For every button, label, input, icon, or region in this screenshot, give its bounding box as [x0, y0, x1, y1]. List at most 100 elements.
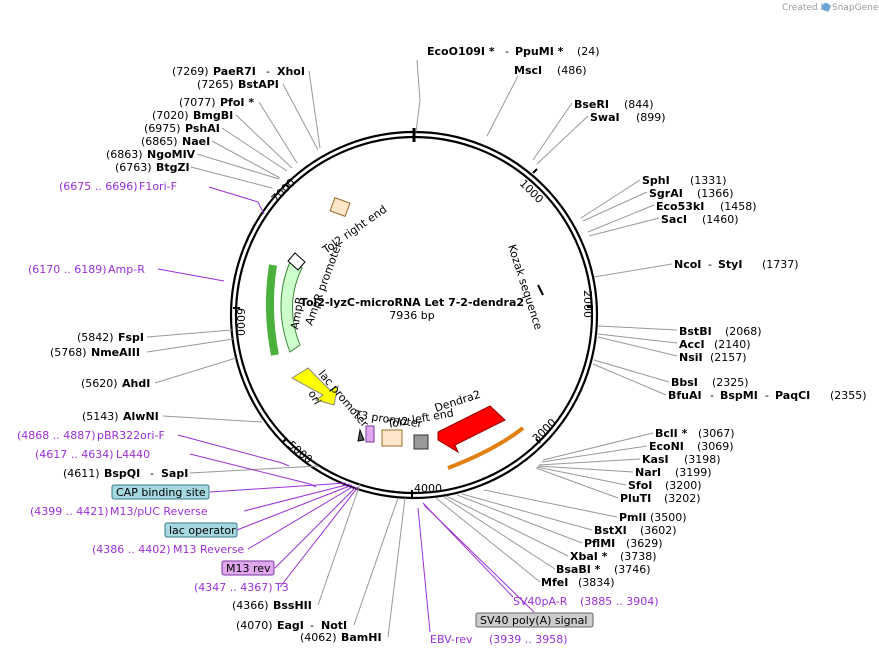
m13-rev-label: M13 rev: [226, 562, 271, 575]
site-xhoi: XhoI: [277, 65, 305, 78]
tol2-left-end-feature: [381, 429, 403, 447]
tick-label-1000: 1000: [517, 177, 546, 206]
label-ampr: AmpR: [288, 296, 307, 331]
feature-sv40pa-range: (3885 .. 3904): [580, 595, 659, 608]
site-mfei: MfeI: [541, 576, 568, 589]
tick-3000: [535, 438, 541, 444]
site-bstapi: BstAPI: [238, 78, 279, 91]
leader-bcli: [542, 432, 654, 461]
leader-nmeaiii: [146, 338, 234, 353]
leader-pmli: [483, 489, 618, 518]
site-sphi-pos: (1331): [690, 174, 727, 187]
site-paer7i-pos: (7269): [172, 65, 209, 78]
site-bspmi: BspMI: [720, 389, 758, 402]
tick-label-7000: 7000: [269, 176, 298, 205]
leader-mfei: [435, 497, 541, 583]
site-noti: NotI: [321, 619, 347, 632]
m13-rev-box: [221, 560, 275, 576]
tick-label-5000: 5000: [285, 438, 315, 466]
site-naei: NaeI: [182, 135, 210, 148]
site-bamhi-pos: (4062): [300, 631, 337, 644]
site-bsshii: BssHII: [273, 599, 312, 612]
sv40-feature-box: [413, 434, 429, 450]
tick-label-6000: 6000: [234, 308, 247, 336]
dendra2-feature: [437, 405, 506, 454]
leader-m13rev: [247, 485, 355, 550]
site-acci-pos: (2140): [714, 338, 751, 351]
credit-prefix: Created by: [782, 3, 832, 13]
credit-brand: SnapGene: [832, 3, 879, 13]
leader-ncoi: [593, 263, 673, 278]
site-naei-pos: (6865): [141, 135, 178, 148]
site-fspi-pos: (5842): [77, 331, 114, 344]
site-sep-bspqi: -: [150, 467, 154, 480]
site-ahdi: AhdI: [122, 377, 150, 390]
site-alwni: AlwNI: [123, 410, 159, 423]
leader-xbai: [445, 495, 569, 557]
site-msci: MscI: [514, 64, 542, 77]
kozak-feature-mark: [537, 284, 544, 296]
site-eco-pos: (24): [577, 45, 600, 58]
leader-alwni: [162, 415, 263, 423]
site-fspi: FspI: [118, 331, 144, 344]
site-ppumi: PpuMI *: [515, 45, 564, 58]
site-nsii-pos: (2157): [710, 351, 747, 364]
leader-pshai: [221, 127, 288, 172]
site-sep-bfuai: -: [710, 389, 714, 402]
ampr-feature: [280, 261, 303, 353]
leader-pluti: [535, 467, 619, 499]
site-eco109i: EcoO109I *: [427, 45, 495, 58]
site-pfoi-pos: (7077): [179, 96, 216, 109]
feature-sv40pa-name: SV40pA-R: [513, 595, 568, 608]
site-saci-pos: (1460): [702, 213, 739, 226]
leader-sgrai: [582, 191, 648, 222]
site-eco53ki-pos: (1458): [720, 200, 757, 213]
site-bstbi-pos: (2068): [725, 325, 762, 338]
site-bcli: BclI *: [655, 427, 688, 440]
leader-m13revbox: [274, 486, 357, 569]
leader-fspi: [146, 329, 233, 338]
feature-l4440-range: (4617 .. 4634): [35, 448, 114, 461]
site-eco53ki: Eco53kI: [656, 200, 704, 213]
feature-ampr-name: Amp-R: [108, 263, 145, 276]
site-bmgbi-pos: (7020): [152, 109, 189, 122]
leader-l4440: [189, 453, 317, 488]
tol2-right-end-feature: [329, 197, 351, 217]
leader-sv40poly: [423, 504, 535, 613]
feature-pbr322-name: pBR322ori-F: [97, 429, 165, 442]
leader-f1ori: [208, 186, 265, 215]
site-bfuai-pos: (2355): [830, 389, 867, 402]
label-ori: ori: [305, 388, 323, 407]
site-sep-bspmi: -: [765, 389, 769, 402]
leader-nari: [537, 465, 634, 473]
site-sep-paer7i: -: [266, 65, 270, 78]
feature-ebv-range: (3939 .. 3958): [489, 633, 568, 646]
site-eagi: EagI: [277, 619, 304, 632]
leader-bseri: [532, 102, 573, 161]
plasmid-name: Tol2-lyzC-microRNA Let 7-2-dendra2: [300, 296, 524, 309]
site-nari: NarI: [635, 466, 661, 479]
leader-bstxi: [461, 493, 593, 531]
site-nmeaiii-pos: (5768): [50, 346, 87, 359]
feature-ampr-range: (6170 .. 6189): [28, 263, 107, 276]
site-xbai-pos: (3738): [620, 550, 657, 563]
site-pluti: PluTI: [620, 492, 651, 505]
label-dendra2: Dendra2: [433, 388, 482, 415]
site-bbsi: BbsI: [671, 376, 698, 389]
site-bspqi-pos: (4611): [63, 467, 100, 480]
tick-label-2000: 2000: [581, 290, 594, 318]
tick-7000: [284, 183, 291, 189]
site-alwni-pos: (5143): [82, 410, 119, 423]
leader-eco53ki: [587, 204, 655, 233]
site-pfoi: PfoI *: [220, 96, 254, 109]
sv40-polya-box: [475, 612, 594, 628]
leader-btgzi: [190, 166, 273, 189]
leader-eco: [415, 59, 421, 133]
leader-swai: [536, 115, 589, 165]
feature-m13puc-name: M13/pUC Reverse: [110, 505, 208, 518]
site-sgrai-pos: (1366): [697, 187, 734, 200]
leader-m13puc: [243, 483, 351, 512]
site-ncoi: NcoI: [674, 258, 701, 271]
lac-operator-box: [164, 522, 238, 538]
